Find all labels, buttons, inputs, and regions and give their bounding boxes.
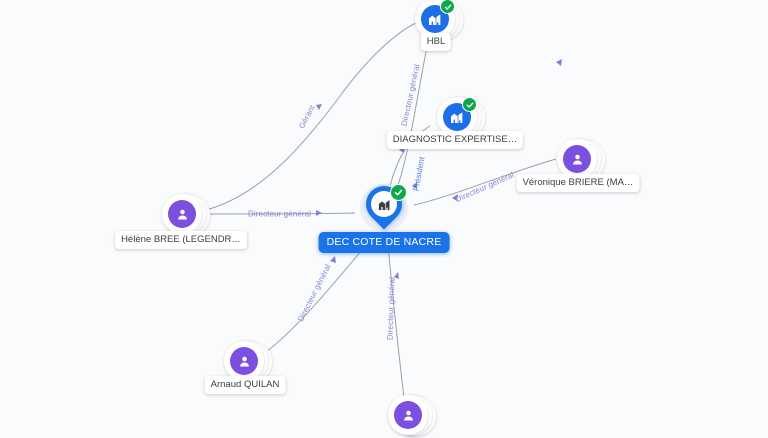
edge-line-arnaud-dec bbox=[265, 237, 373, 353]
person-icon bbox=[168, 200, 196, 228]
arrow-arnaud-dec bbox=[330, 256, 336, 263]
node-stack bbox=[161, 193, 210, 237]
node-label-arnaud-quilan[interactable]: Arnaud QUILAN bbox=[204, 376, 286, 394]
arrow-veronique-dec bbox=[452, 194, 458, 201]
person-icon bbox=[563, 145, 591, 173]
verified-badge-icon bbox=[440, 0, 455, 14]
edge-line-dec-hbl bbox=[397, 41, 429, 186]
node-label-hbl[interactable]: HBL bbox=[420, 33, 452, 51]
node-label-diagnostic-expertise[interactable]: DIAGNOSTIC EXPERTISE… bbox=[386, 131, 524, 149]
arrow-helene-dec bbox=[316, 210, 322, 216]
edge-line-dec-diagnostic bbox=[389, 125, 431, 187]
node-stack bbox=[414, 0, 463, 42]
arrow-extra-right bbox=[556, 59, 562, 66]
node-stack bbox=[556, 138, 605, 182]
verified-badge-icon bbox=[462, 97, 477, 112]
edge-line-helene-hbl bbox=[205, 21, 419, 211]
arrow-dec-hbl bbox=[412, 182, 417, 189]
node-label-helene-bree[interactable]: Hélène BREE (LEGENDR… bbox=[115, 231, 247, 249]
node-stack bbox=[223, 340, 272, 384]
arrow-helene-hbl bbox=[316, 104, 322, 110]
verified-badge-icon bbox=[390, 184, 407, 201]
arrow-bottom-dec bbox=[394, 272, 399, 279]
person-icon bbox=[230, 347, 258, 375]
edge-line-bottom-dec bbox=[387, 243, 405, 399]
root-pin-marker bbox=[354, 178, 414, 244]
node-stack bbox=[387, 394, 436, 438]
node-label-dec-cote-de-nacre[interactable]: DEC COTE DE NACRE bbox=[318, 232, 450, 253]
edge-line-helene-dec bbox=[206, 212, 356, 215]
node-stack bbox=[436, 96, 485, 140]
person-icon bbox=[394, 401, 422, 429]
edge-line-veronique-dec bbox=[413, 158, 557, 206]
building-icon bbox=[443, 103, 471, 131]
node-label-veronique-briere[interactable]: Véronique BRIERE (MA… bbox=[516, 174, 640, 192]
